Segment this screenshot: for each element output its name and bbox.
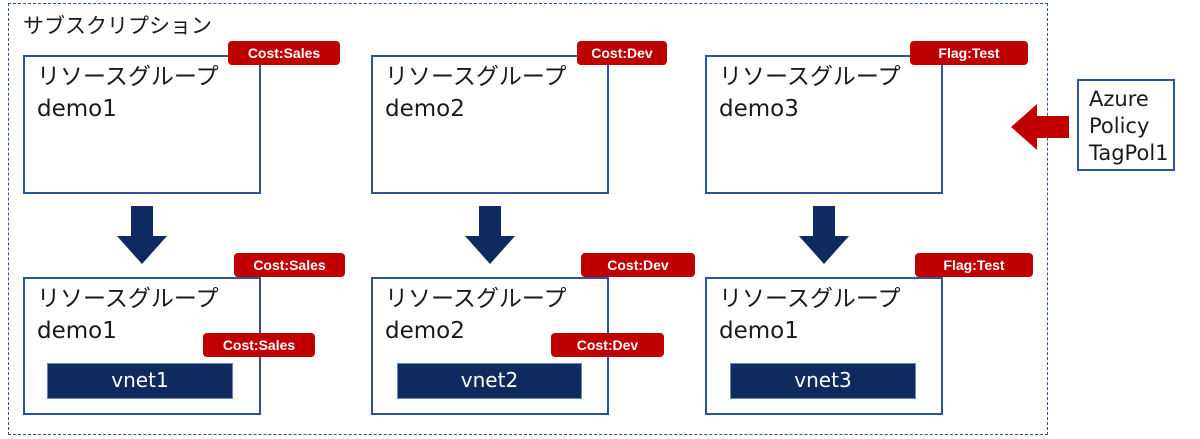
resource-group-demo1-before: リソースグループ demo1: [23, 55, 261, 194]
resource-group-label: リソースグループ: [385, 286, 567, 312]
tag-flag-test: Flag:Test: [915, 253, 1033, 277]
policy-line-name: TagPol1: [1089, 141, 1169, 165]
vnet-tag-cost-sales: Cost:Sales: [203, 333, 315, 357]
azure-policy-box: Azure Policy TagPol1: [1077, 79, 1175, 171]
resource-group-name: demo3: [719, 96, 799, 122]
resource-group-name: demo1: [37, 318, 117, 344]
subscription-container: サブスクリプション: [8, 3, 1048, 435]
resource-group-name: demo1: [37, 96, 117, 122]
tag-cost-dev: Cost:Dev: [577, 41, 667, 65]
tag-flag-test: Flag:Test: [910, 41, 1028, 65]
down-arrow-icon: [799, 206, 849, 264]
resource-group-demo3-before: リソースグループ demo3: [705, 55, 943, 194]
vnet-tag-cost-dev: Cost:Dev: [551, 333, 664, 357]
resource-group-label: リソースグループ: [37, 286, 219, 312]
left-arrow-icon: [1011, 104, 1069, 150]
down-arrow-icon: [117, 206, 167, 264]
resource-group-label: リソースグループ: [37, 64, 219, 90]
resource-group-name: demo1: [719, 318, 799, 344]
tag-cost-sales: Cost:Sales: [234, 253, 345, 277]
subscription-label: サブスクリプション: [23, 14, 212, 38]
resource-group-name: demo2: [385, 96, 465, 122]
tag-cost-dev: Cost:Dev: [581, 253, 695, 277]
resource-group-label: リソースグループ: [719, 286, 901, 312]
resource-group-name: demo2: [385, 318, 465, 344]
down-arrow-icon: [465, 206, 515, 264]
policy-line-azure: Azure: [1089, 87, 1149, 111]
vnet1-box: vnet1: [47, 363, 233, 399]
vnet3-box: vnet3: [730, 363, 916, 399]
vnet2-box: vnet2: [397, 363, 582, 399]
tag-cost-sales: Cost:Sales: [228, 41, 340, 65]
resource-group-label: リソースグループ: [719, 64, 901, 90]
policy-line-policy: Policy: [1089, 114, 1150, 138]
resource-group-demo2-before: リソースグループ demo2: [371, 55, 609, 194]
resource-group-label: リソースグループ: [385, 64, 567, 90]
